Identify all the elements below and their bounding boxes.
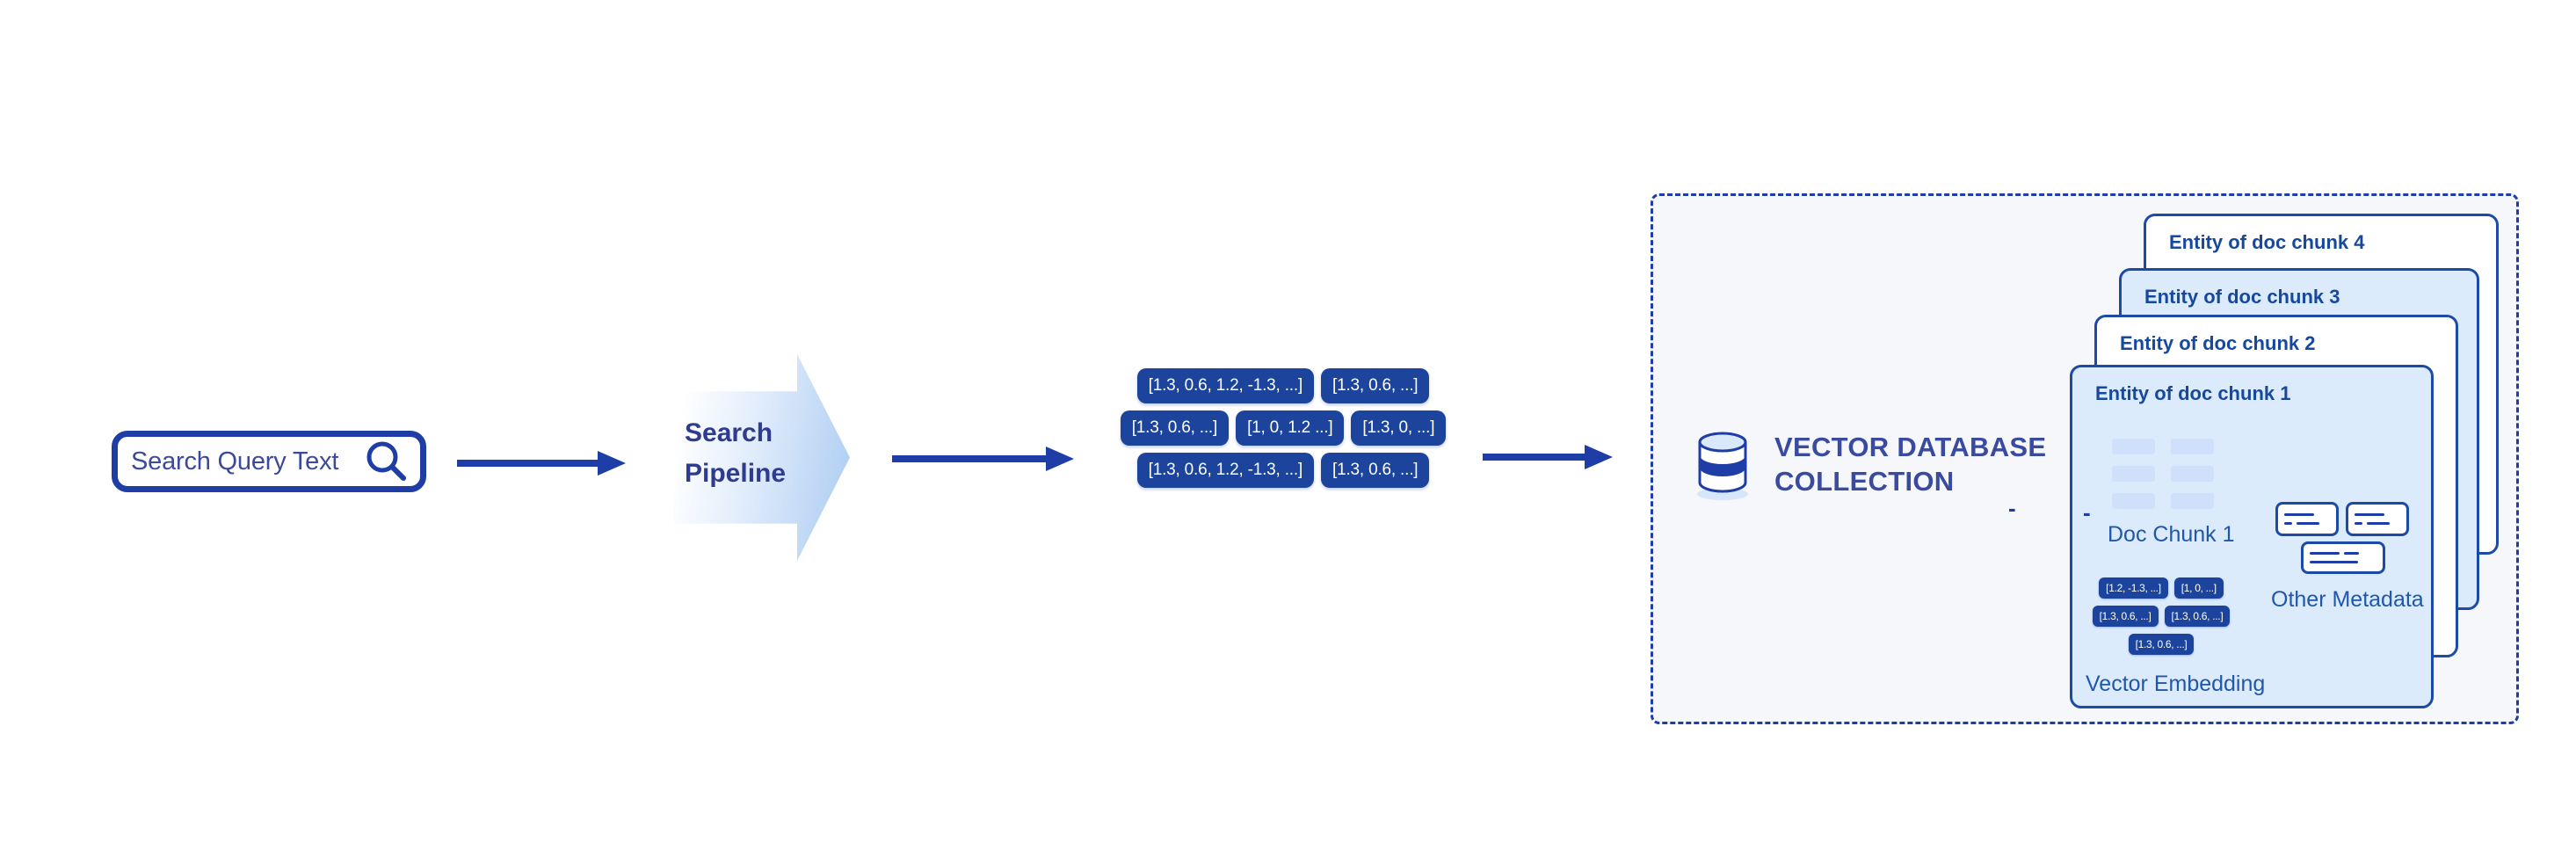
metadata-card-icon bbox=[2301, 541, 2385, 574]
query-vector-chips: [1.3, 0.6, 1.2, -1.3, ...] [1.3, 0.6, ..… bbox=[1120, 368, 1447, 488]
vector-chip: [1.2, -1.3, ...] bbox=[2099, 577, 2168, 599]
doc-chunk-line bbox=[2112, 439, 2155, 454]
dash-mark: - bbox=[2083, 499, 2091, 526]
entity-card-title: Entity of doc chunk 2 bbox=[2120, 332, 2316, 354]
vector-chip: [1.3, 0.6, ...] bbox=[1321, 453, 1430, 488]
vector-chip: [1, 0, ...] bbox=[2173, 577, 2224, 599]
doc-chunk-label: Doc Chunk 1 bbox=[2108, 522, 2235, 547]
pipeline-label: Search Pipeline bbox=[685, 413, 852, 494]
metadata-line bbox=[2310, 552, 2340, 555]
embedding-vector-row: [1.2, -1.3, ...] [1, 0, ...] bbox=[2099, 577, 2224, 599]
entity-card-title: Entity of doc chunk 3 bbox=[2144, 286, 2340, 308]
pipeline-label-line1: Search bbox=[685, 418, 773, 447]
vector-chip: [1.3, 0.6, ...] bbox=[2092, 606, 2159, 627]
magnifier-icon bbox=[366, 441, 406, 481]
arrow-query-to-pipeline bbox=[457, 451, 626, 476]
query-vector-row: [1.3, 0.6, 1.2, -1.3, ...] [1.3, 0.6, ..… bbox=[1136, 368, 1430, 403]
query-vector-row: [1.3, 0.6, ...] [1, 0, 1.2 ...] [1.3, 0,… bbox=[1120, 410, 1447, 446]
query-vector-row: [1.3, 0.6, 1.2, -1.3, ...] [1.3, 0.6, ..… bbox=[1136, 453, 1430, 488]
vector-embedding-label: Vector Embedding bbox=[2086, 672, 2266, 696]
search-query-input[interactable]: Search Query Text bbox=[112, 431, 426, 492]
database-title: VECTOR DATABASE COLLECTION bbox=[1774, 430, 2046, 498]
entity-card-title: Entity of doc chunk 4 bbox=[2169, 231, 2365, 253]
arrow-vectors-to-database bbox=[1483, 445, 1613, 469]
other-metadata-label: Other Metadata bbox=[2271, 587, 2424, 612]
metadata-line bbox=[2355, 522, 2363, 525]
embedding-vector-row: [1.3, 0.6, ...] [1.3, 0.6, ...] bbox=[2092, 606, 2231, 627]
arrow-pipeline-to-vectors bbox=[892, 447, 1074, 471]
metadata-card-icon bbox=[2346, 502, 2409, 536]
embedding-vector-row: [1.3, 0.6, ...] bbox=[2128, 634, 2195, 655]
doc-chunk-icon bbox=[2112, 439, 2214, 509]
entity-card-doc-chunk-1: Entity of doc chunk 1 - Doc Chunk 1 [1.2… bbox=[2070, 365, 2434, 708]
vector-chip: [1, 0, 1.2 ...] bbox=[1236, 410, 1345, 446]
metadata-line bbox=[2367, 522, 2391, 525]
database-cylinder-icon bbox=[1697, 432, 1748, 500]
metadata-line bbox=[2284, 522, 2293, 525]
doc-chunk-line bbox=[2112, 493, 2155, 509]
embedding-vector-chips: [1.2, -1.3, ...] [1, 0, ...] [1.3, 0.6, … bbox=[2088, 577, 2234, 655]
dash-mark: - bbox=[2008, 495, 2016, 521]
metadata-line bbox=[2344, 552, 2359, 555]
doc-chunk-line bbox=[2171, 439, 2214, 454]
vector-chip: [1.3, 0.6, ...] bbox=[2128, 634, 2195, 655]
metadata-line bbox=[2297, 522, 2320, 525]
search-query-text: Search Query Text bbox=[131, 447, 339, 476]
vector-chip: [1.3, 0.6, ...] bbox=[2164, 606, 2231, 627]
vector-chip: [1.3, 0, ...] bbox=[1351, 410, 1447, 446]
vector-database-collection: VECTOR DATABASE COLLECTION - Entity of d… bbox=[1651, 193, 2519, 724]
vector-chip: [1.3, 0.6, ...] bbox=[1120, 410, 1230, 446]
vector-chip: [1.3, 0.6, 1.2, -1.3, ...] bbox=[1136, 368, 1315, 403]
metadata-line bbox=[2310, 561, 2358, 563]
database-title-line2: COLLECTION bbox=[1774, 466, 1955, 497]
metadata-line bbox=[2355, 513, 2384, 516]
doc-chunk-line bbox=[2112, 466, 2155, 482]
vector-chip: [1.3, 0.6, ...] bbox=[1321, 368, 1430, 403]
doc-chunk-line bbox=[2171, 466, 2214, 482]
metadata-card-icon bbox=[2275, 502, 2339, 536]
database-title-line1: VECTOR DATABASE bbox=[1774, 432, 2047, 462]
metadata-line bbox=[2284, 513, 2314, 516]
vector-chip: [1.3, 0.6, 1.2, -1.3, ...] bbox=[1136, 453, 1315, 488]
entity-card-title: Entity of doc chunk 1 bbox=[2095, 382, 2291, 404]
pipeline-label-line2: Pipeline bbox=[685, 459, 787, 488]
doc-chunk-line bbox=[2171, 493, 2214, 509]
